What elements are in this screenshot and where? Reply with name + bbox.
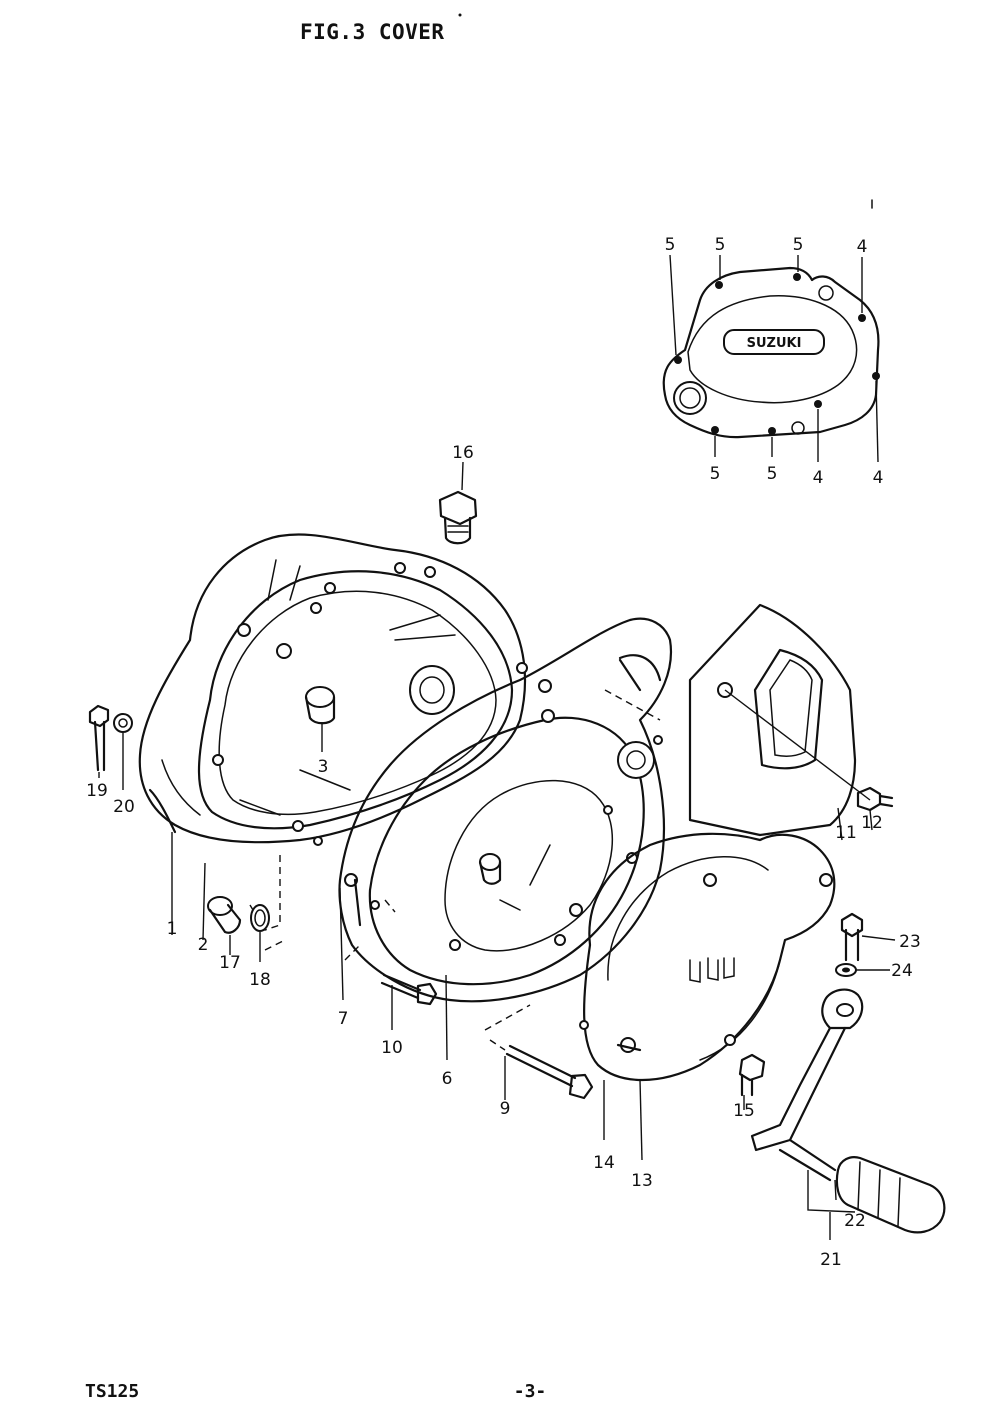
label-15: 15 [733, 1101, 755, 1121]
label-5: 5 [715, 235, 726, 255]
crankcase-cover-left [138, 533, 528, 935]
kick-lever-bolt-and-washer [835, 912, 896, 977]
kick-starter-lever [750, 988, 946, 1240]
label-5: 5 [710, 464, 721, 484]
ink-speck [458, 13, 462, 17]
magneto-cover [338, 617, 673, 1061]
label-4: 4 [813, 468, 824, 488]
label-12: 12 [861, 813, 883, 833]
label-24: 24 [891, 961, 913, 981]
drain-plug-and-washer [207, 896, 270, 962]
label-6: 6 [442, 1069, 453, 1089]
part-number-labels: 5 5 5 4 5 5 4 4 16 3 19 20 1 2 17 18 7 1… [86, 235, 921, 1270]
label-2: 2 [198, 935, 209, 955]
magneto-cover-screw [380, 973, 438, 1030]
label-5: 5 [665, 235, 676, 255]
label-5: 5 [793, 235, 804, 255]
label-20: 20 [113, 797, 135, 817]
label-18: 18 [249, 970, 271, 990]
label-9: 9 [500, 1099, 511, 1119]
inset-brand-emblem: SUZUKI [747, 336, 802, 351]
figure-title: FIG.3 COVER [300, 20, 445, 44]
label-7: 7 [338, 1009, 349, 1029]
assembly-guide-line [604, 689, 661, 721]
label-4: 4 [873, 468, 884, 488]
label-11: 11 [835, 823, 857, 843]
assembly-guide-line [264, 939, 286, 951]
page-number: -3- [514, 1381, 547, 1402]
model-code: TS125 [85, 1381, 139, 1402]
screw-and-washer-left [88, 704, 133, 790]
label-13: 13 [631, 1171, 653, 1191]
label-17: 17 [219, 953, 241, 973]
label-3: 3 [318, 757, 329, 777]
chain-guard-plate [688, 603, 894, 841]
generator-cover-long-screw [484, 1004, 594, 1100]
label-19: 19 [86, 781, 108, 801]
label-22: 22 [844, 1211, 866, 1231]
label-21: 21 [820, 1250, 842, 1270]
label-1: 1 [167, 919, 178, 939]
generator-cover-front [579, 832, 836, 1161]
label-16: 16 [452, 443, 474, 463]
inset-clutch-cover: SUZUKI [662, 254, 880, 463]
label-14: 14 [593, 1153, 615, 1173]
label-4: 4 [857, 237, 868, 257]
label-10: 10 [381, 1038, 403, 1058]
label-5: 5 [767, 464, 778, 484]
generator-cover-short-screw [738, 1053, 766, 1110]
oil-filler-plug [438, 461, 478, 545]
label-23: 23 [899, 932, 921, 952]
